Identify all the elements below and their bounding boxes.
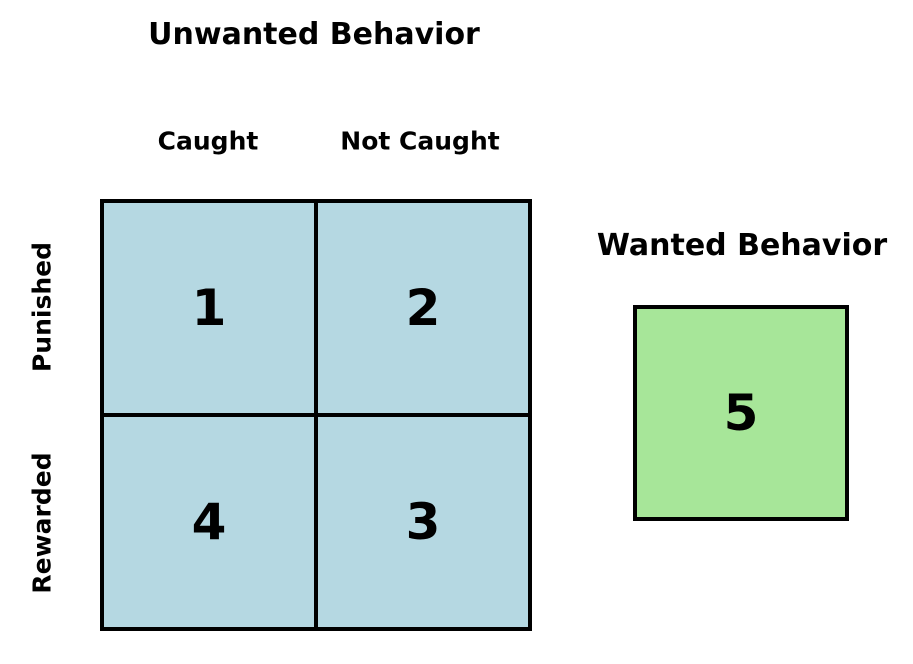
matrix-cell-caught-rewarded: 4 <box>104 415 316 627</box>
unwanted-behavior-matrix: 1 2 4 3 <box>100 199 532 631</box>
unwanted-behavior-title: Unwanted Behavior <box>148 17 480 52</box>
wanted-behavior-box: 5 <box>633 305 849 521</box>
matrix-cell-notcaught-punished: 2 <box>316 203 528 415</box>
matrix-cell-notcaught-rewarded: 3 <box>316 415 528 627</box>
cell-value-4: 4 <box>191 493 227 551</box>
wanted-behavior-title: Wanted Behavior <box>596 228 888 263</box>
cell-value-2: 2 <box>405 279 441 337</box>
row-label-rewarded: Rewarded <box>27 452 57 594</box>
cell-value-5: 5 <box>723 384 759 442</box>
matrix-cell-caught-punished: 1 <box>104 203 316 415</box>
column-label-not-caught: Not Caught <box>340 126 500 156</box>
cell-value-3: 3 <box>405 493 441 551</box>
cell-value-1: 1 <box>191 279 227 337</box>
row-label-punished: Punished <box>27 241 57 373</box>
column-label-caught: Caught <box>157 126 259 156</box>
